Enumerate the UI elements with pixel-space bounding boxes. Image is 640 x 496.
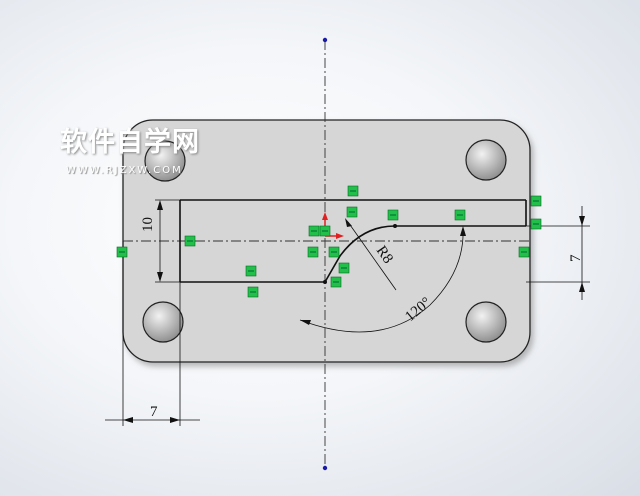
hole-top-left	[144, 140, 186, 182]
hole-bottom-left	[142, 301, 184, 343]
watermark-url: WWW.RJZXW.COM	[66, 165, 183, 176]
centerline-endpoint[interactable]	[322, 37, 328, 43]
sketch-profile[interactable]	[179, 199, 527, 283]
holes	[142, 139, 507, 343]
dimension-lines	[105, 199, 590, 426]
centerline-endpoint[interactable]	[322, 465, 328, 471]
watermark-title: 软件自学网	[60, 127, 200, 158]
relation-icons	[116, 185, 542, 298]
dimension-offset-bottom[interactable]: 7	[150, 404, 158, 420]
sketch-point[interactable]	[393, 224, 397, 228]
sketch-point[interactable]	[323, 280, 327, 284]
hole-top-right	[465, 139, 507, 181]
dimension-height[interactable]: 10	[140, 217, 156, 232]
slot-angled-arc[interactable]	[324, 225, 396, 283]
dimension-arrows	[123, 200, 585, 423]
dimension-offset-right[interactable]: 7	[568, 254, 584, 262]
hole-bottom-right	[465, 301, 507, 343]
